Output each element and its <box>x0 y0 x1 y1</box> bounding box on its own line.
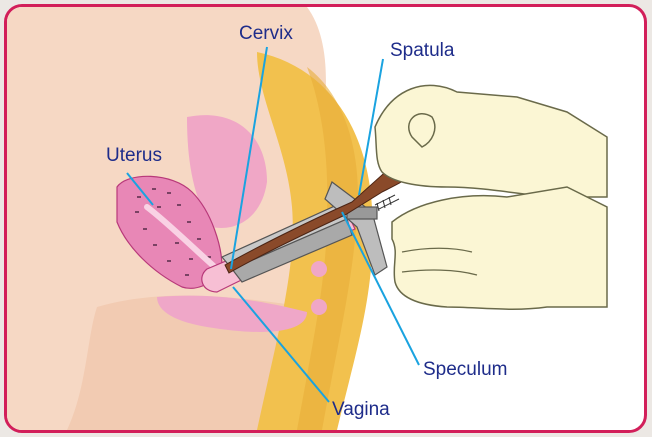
tissue-spot-2 <box>311 299 327 315</box>
label-spatula: Spatula <box>390 41 454 60</box>
anatomy-illustration <box>7 7 644 430</box>
label-vagina: Vagina <box>332 400 390 419</box>
label-speculum: Speculum <box>423 360 508 379</box>
label-cervix: Cervix <box>239 24 293 43</box>
tissue-spot-1 <box>311 261 327 277</box>
label-uterus: Uterus <box>106 146 162 165</box>
upper-gloved-hand <box>375 85 607 197</box>
lower-gloved-hand <box>392 187 607 309</box>
diagram-frame: Cervix Spatula Uterus Speculum Vagina <box>4 4 647 433</box>
speculum-screw <box>375 195 399 211</box>
